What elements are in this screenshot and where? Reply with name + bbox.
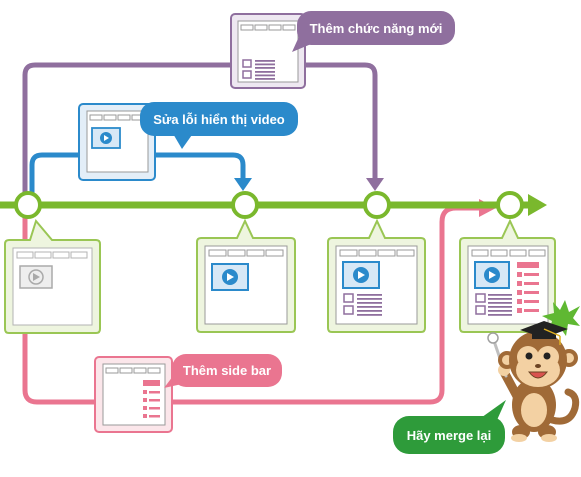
merge-speech-bubble: Hãy merge lại (393, 400, 506, 454)
video-player-icon (474, 261, 510, 289)
window-tabs (471, 249, 546, 257)
initial-page-card (4, 218, 101, 334)
commit-node-start (14, 191, 42, 219)
sidebar-icon (143, 380, 160, 418)
video-player-icon (91, 127, 121, 149)
list-icon (475, 293, 512, 316)
bugfix-page-card (78, 103, 156, 181)
sidebar-page-card (94, 356, 173, 433)
bugfix-label: Sửa lỗi hiển thị video (153, 112, 285, 127)
monkey-left-eye (525, 352, 533, 360)
bugfix-branch-arrowhead (234, 178, 252, 191)
commit-node-feature (363, 191, 391, 219)
commit-node-merge (496, 191, 524, 219)
bugfix-speech-bubble: Sửa lỗi hiển thị video (140, 102, 298, 149)
main-branch-line (0, 194, 547, 216)
monkey-nose (535, 364, 541, 368)
feature-label: Thêm chức năng mới (310, 21, 443, 36)
main-branch-arrowhead (528, 194, 547, 216)
video-player-icon (211, 263, 249, 291)
monkey-right-foot (541, 434, 557, 442)
sidebar-icon (517, 262, 539, 313)
feature-branch-arrowhead (366, 178, 384, 191)
play-icon (104, 135, 109, 141)
browser-window-icon (102, 363, 166, 426)
commit-node-bugfix (231, 191, 259, 219)
monkey-mascot (487, 300, 580, 442)
merge-label: Hãy merge lại (407, 428, 492, 443)
sidebar-label: Thêm side bar (183, 363, 271, 378)
window-tabs (240, 24, 296, 31)
feature-speech-bubble: Thêm chức năng mới (292, 11, 455, 52)
monkey-tail (548, 388, 580, 425)
window-tabs (208, 249, 284, 257)
feature-branch-line (22, 62, 384, 193)
window-tabs (89, 114, 145, 121)
window-tabs (105, 367, 161, 374)
list-icon (242, 59, 275, 80)
monkey-left-foot (511, 434, 527, 442)
monkey-belly (521, 393, 547, 427)
video-player-icon (342, 261, 380, 289)
merged-result-card (459, 218, 556, 333)
play-icon (227, 273, 234, 281)
list-icon (343, 293, 382, 316)
window-tabs (16, 251, 88, 259)
graduation-cap-icon (520, 321, 568, 345)
feature-page-card (230, 13, 306, 89)
sidebar-speech-bubble: Thêm side bar (164, 354, 282, 388)
play-icon (358, 271, 365, 279)
video-player-icon (19, 265, 53, 289)
play-icon (489, 271, 496, 279)
bugfix-result-card (196, 218, 296, 333)
monkey-right-eye (543, 352, 551, 360)
feature-result-card (327, 218, 426, 333)
window-tabs (339, 249, 415, 257)
pointer-stick-tip (487, 332, 499, 344)
monkey-mouth (527, 371, 549, 379)
play-icon (33, 273, 40, 281)
